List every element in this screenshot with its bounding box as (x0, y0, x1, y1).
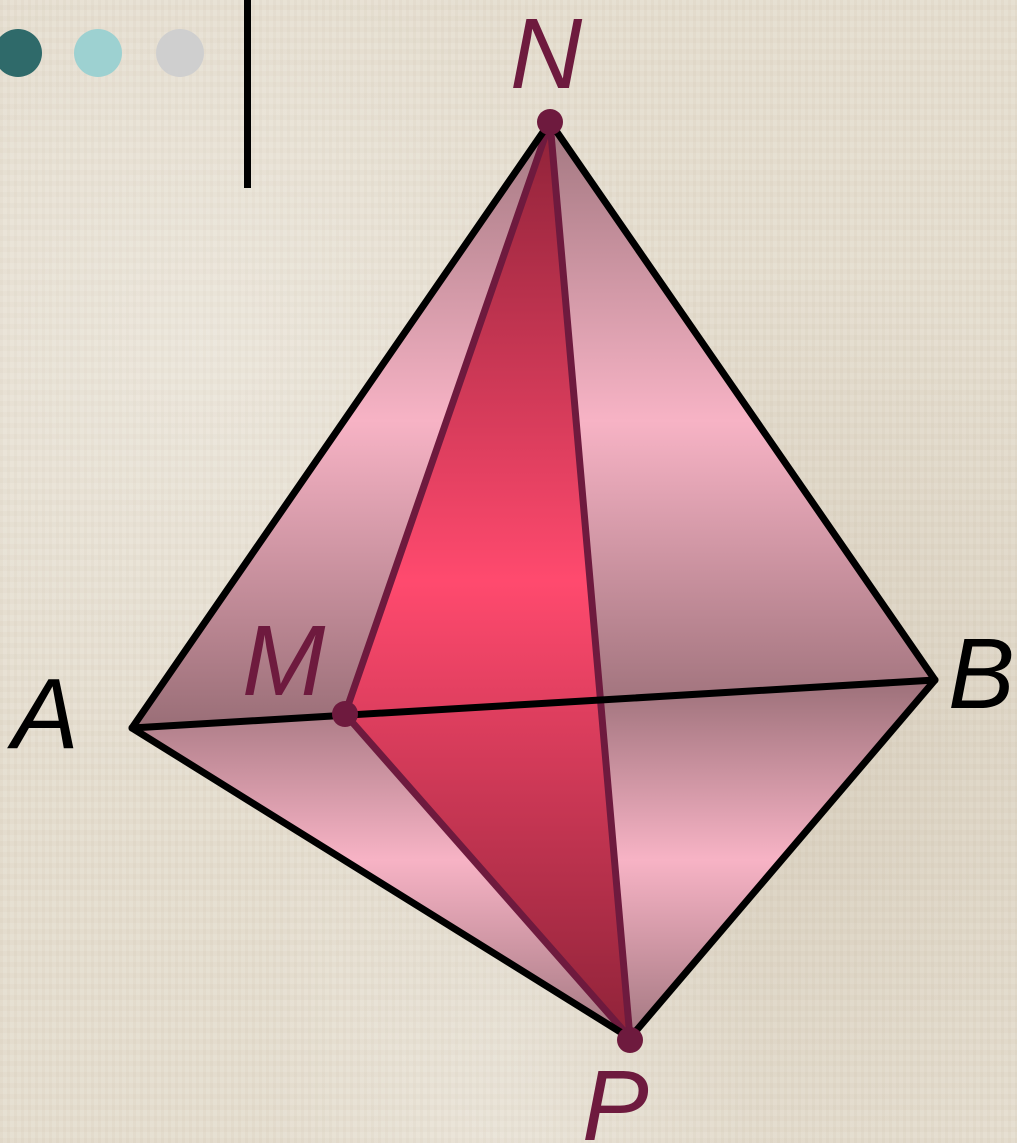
edge-ab (128, 676, 939, 732)
decor-dot-teal (0, 29, 42, 77)
edge-bp (626, 676, 939, 1042)
edge-np (546, 118, 634, 1042)
point-m (332, 701, 358, 727)
label-m: M (242, 605, 326, 717)
label-b: B (948, 618, 1015, 730)
point-n (537, 109, 563, 135)
decor-dot-light-teal (74, 29, 122, 77)
edge-na (128, 118, 554, 732)
header-divider (244, 0, 251, 188)
edge-mp (341, 710, 634, 1042)
edge-nm (341, 118, 554, 718)
decor-dot-gray (156, 29, 204, 77)
edge-ap (128, 724, 634, 1042)
edge-nb (546, 118, 939, 684)
section-triangle-mnp (345, 122, 630, 1038)
label-p: P (582, 1050, 649, 1143)
label-n: N (510, 0, 583, 110)
point-p (617, 1027, 643, 1053)
label-a: A (7, 658, 79, 770)
